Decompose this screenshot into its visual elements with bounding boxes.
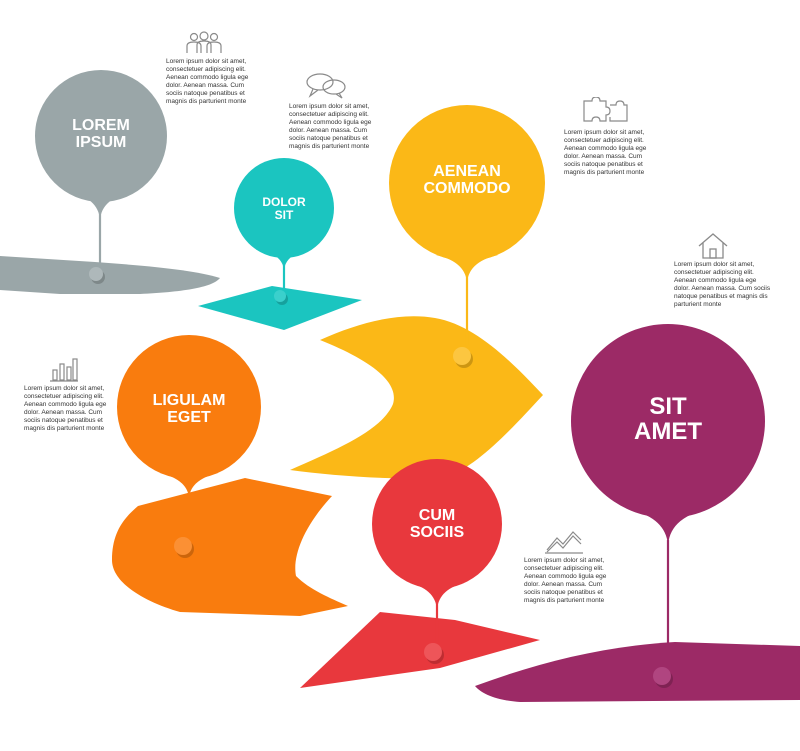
step-label-sit-amet: SIT AMET bbox=[634, 393, 702, 446]
road-segment-orange bbox=[112, 478, 348, 616]
step-label-ligulam-eget: LIGULAM EGET bbox=[152, 392, 226, 426]
puzzle-icon bbox=[583, 97, 628, 122]
line-chart-icon bbox=[545, 531, 583, 554]
step-label-lorem-ipsum: LOREM IPSUM bbox=[72, 117, 130, 151]
pin-yellow bbox=[389, 105, 545, 285]
pin-purple bbox=[571, 324, 765, 548]
description-text: Lorem ipsum dolor sit amet, consectetuer… bbox=[289, 103, 372, 150]
description-text: Lorem ipsum dolor sit amet, consectetuer… bbox=[674, 261, 771, 308]
pin-red bbox=[372, 459, 502, 612]
pin-orange bbox=[117, 335, 261, 500]
step-label-dolor-sit: DOLOR SIT bbox=[262, 195, 306, 222]
description-text: Lorem ipsum dolor sit amet, consectetuer… bbox=[24, 385, 107, 432]
road-segment-teal bbox=[198, 286, 362, 330]
road-segment-purple bbox=[475, 642, 800, 702]
people-icon bbox=[186, 31, 222, 53]
road-segment-gray bbox=[0, 256, 220, 294]
pin-gray bbox=[35, 70, 167, 222]
bar-chart-icon bbox=[50, 358, 78, 382]
road-segment-yellow bbox=[290, 316, 543, 479]
chat-icon bbox=[306, 73, 346, 99]
house-icon bbox=[698, 233, 728, 259]
description-text: Lorem ipsum dolor sit amet, consectetuer… bbox=[564, 129, 647, 176]
description-text: Lorem ipsum dolor sit amet, consectetuer… bbox=[524, 557, 607, 604]
step-label-cum-sociis: CUM SOCIIS bbox=[409, 507, 465, 541]
step-label-aenean-commodo: AENEAN COMMODO bbox=[423, 163, 511, 197]
road-segment-red bbox=[300, 612, 540, 688]
pin-teal bbox=[234, 158, 334, 272]
description-text: Lorem ipsum dolor sit amet, consectetuer… bbox=[166, 58, 249, 105]
peg-dots bbox=[89, 267, 673, 688]
